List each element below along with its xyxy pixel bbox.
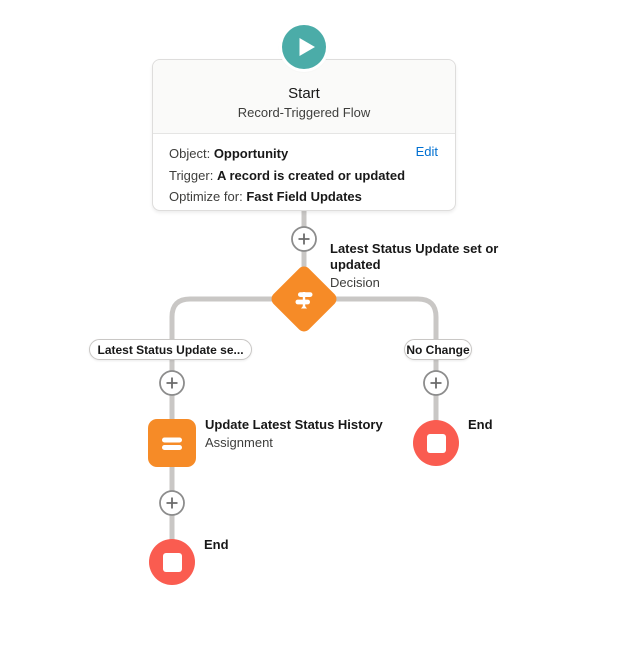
start-card-header: Start Record-Triggered Flow bbox=[153, 60, 455, 134]
start-card-body: Edit Object: Opportunity Trigger: A reco… bbox=[153, 134, 455, 208]
branch-label-no-change: No Change bbox=[404, 339, 472, 360]
decision-node-label: Latest Status Update set or updated Deci… bbox=[330, 241, 510, 292]
start-field-optimize: Optimize for: Fast Field Updates bbox=[169, 186, 439, 208]
equals-icon bbox=[156, 427, 188, 459]
assignment-type-label: Assignment bbox=[205, 435, 273, 450]
field-value: Opportunity bbox=[213, 146, 289, 161]
plus-icon bbox=[158, 369, 186, 397]
start-subtitle: Record-Triggered Flow bbox=[237, 105, 371, 120]
stop-icon bbox=[162, 552, 182, 572]
assignment-node-label: Update Latest Status History Assignment bbox=[205, 417, 425, 452]
add-element-button-left-branch[interactable] bbox=[158, 369, 186, 397]
end-title: End bbox=[468, 417, 493, 432]
plus-icon bbox=[422, 369, 450, 397]
edit-link[interactable]: Edit bbox=[415, 144, 438, 159]
end-node-left-label: End bbox=[204, 537, 229, 553]
field-label: Trigger: bbox=[169, 167, 214, 183]
add-element-button-below-assignment[interactable] bbox=[158, 489, 186, 517]
decision-title: Latest Status Update set or updated bbox=[330, 241, 499, 272]
branch-label-latest-status-update-set: Latest Status Update se... bbox=[89, 339, 252, 360]
start-field-trigger: Trigger: A record is created or updated bbox=[169, 165, 439, 187]
end-node-right bbox=[413, 420, 459, 466]
add-element-button-right-branch[interactable] bbox=[422, 369, 450, 397]
decision-type-label: Decision bbox=[330, 275, 380, 290]
start-node-button[interactable] bbox=[282, 25, 326, 69]
field-label: Optimize for: bbox=[169, 189, 243, 204]
stop-icon bbox=[426, 433, 446, 453]
start-field-object: Object: Opportunity bbox=[169, 143, 439, 165]
plus-icon bbox=[290, 225, 318, 253]
plus-icon bbox=[158, 489, 186, 517]
start-title: Start bbox=[288, 85, 320, 102]
field-label: Object: bbox=[169, 146, 211, 161]
start-node-card: Start Record-Triggered Flow Edit Object:… bbox=[152, 59, 456, 211]
assignment-node-button[interactable] bbox=[148, 419, 196, 467]
end-title: End bbox=[204, 537, 229, 552]
field-value: Fast Field Updates bbox=[246, 189, 362, 204]
add-element-button-top[interactable] bbox=[290, 225, 318, 253]
play-icon bbox=[282, 25, 326, 69]
end-node-right-label: End bbox=[468, 417, 493, 433]
field-value: A record is created or updated bbox=[216, 167, 406, 183]
assignment-title: Update Latest Status History bbox=[205, 417, 383, 432]
end-node-left bbox=[149, 539, 195, 585]
